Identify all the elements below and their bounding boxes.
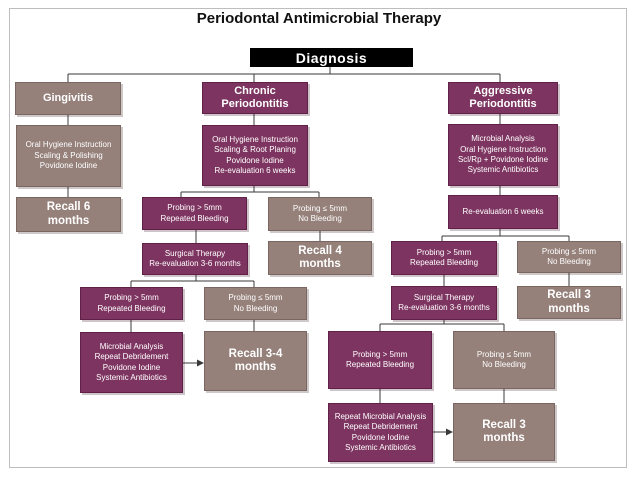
aggressive-recall-3-second-line-1: Recall 3 [482, 418, 526, 431]
chronic-surgical-therapy-line-1: Surgical Therapy [164, 248, 226, 258]
aggressive-treatment-line-1: Microbial Analysis [471, 134, 535, 144]
aggressive-probing-le-2-line-2: No Bleeding [482, 360, 526, 369]
chronic-recall-4-line-1: Recall 4 [298, 244, 342, 257]
chronic-probing-gt-line-2: Repeated Bleeding [160, 213, 229, 223]
aggressive-repeat-microbial-line-4: Systemic Antibiotics [345, 442, 416, 452]
gingivitis-treatment-line-1: Oral Hygiene Instruction [25, 140, 112, 150]
gingivitis-treatment-line-2: Scaling & Polishing [34, 150, 103, 160]
chronic-microbial-analysis-line-1: Microbial Analysis [99, 341, 164, 351]
chronic-microbial-analysis-line-2: Repeat Debridement [94, 352, 169, 362]
chronic-microbial-analysis-line-3: Povidone Iodine [102, 362, 161, 372]
aggressive-recall-3-second-line-2: months [483, 432, 525, 444]
chronic-probing-le-2-line-1: Probing ≤ 5mm [228, 293, 283, 303]
chronic-recall-3-4-line-1: Recall 3-4 [228, 347, 283, 360]
chronic-treatment-line-1: Oral Hygiene Instruction [212, 134, 298, 144]
aggressive-surgical-therapy-line-1: Surgical Therapy [413, 292, 475, 302]
diagram-title: Periodontal Antimicrobial Therapy [196, 10, 442, 27]
chronic-treatment-line-4: Re-evaluation 6 weeks [214, 165, 296, 175]
aggressive-periodontitis-line-1: Aggressive [473, 85, 533, 98]
aggressive-treatment-line-4: Systemic Antibiotics [467, 165, 539, 175]
aggressive-surgical-therapy-line-2: Re-evaluation 3-6 months [398, 303, 490, 312]
aggressive-treatment-line-2: Oral Hygiene Instruction [460, 144, 546, 154]
aggressive-reevaluation-line-1: Re-evaluation 6 weeks [462, 206, 544, 216]
aggressive-repeat-microbial-line-2: Repeat Debridement [343, 422, 418, 432]
aggressive-probing-gt-2-line-2: Repeated Bleeding [345, 360, 415, 369]
aggressive-probing-gt-2-line-1: Probing > 5mm [352, 349, 408, 359]
aggressive-periodontitis-line-2: Periodontitis [469, 98, 537, 110]
chronic-probing-le-line-1: Probing ≤ 5mm [292, 203, 348, 213]
gingivitis-treatment-line-3: Povidone Iodine [39, 161, 98, 171]
aggressive-recall-3-line-1: Recall 3 [547, 289, 591, 302]
aggressive-probing-gt-line-1: Probing > 5mm [416, 247, 472, 257]
aggressive-probing-le-line-2: No Bleeding [547, 257, 591, 266]
gingivitis-box: Gingivitis [15, 82, 121, 115]
chronic-periodontitis-line-1: Chronic [234, 85, 276, 98]
chronic-periodontitis-line-2: Periodontitis [221, 98, 289, 110]
gingivitis-recall-line-2: months [47, 214, 90, 227]
chronic-probing-le-2-line-2: No Bleeding [233, 303, 278, 313]
chronic-probing-gt-line-1: Probing > 5mm [167, 203, 222, 213]
chronic-probing-gt-2-line-2: Repeated Bleeding [97, 303, 166, 313]
aggressive-probing-gt-line-2: Repeated Bleeding [409, 258, 479, 267]
aggressive-reevaluation-box: Re-evaluation 6 weeks [448, 195, 558, 229]
chronic-recall-4-line-2: months [299, 258, 341, 270]
aggressive-probing-le-2-line-1: Probing ≤ 5mm [476, 349, 532, 359]
aggressive-recall-3-line-2: months [548, 302, 590, 315]
chronic-probing-gt-2-line-1: Probing > 5mm [104, 293, 159, 303]
chronic-probing-le-line-2: No Bleeding [298, 214, 342, 223]
aggressive-repeat-microbial-line-3: Povidone Iodine [351, 432, 410, 442]
aggressive-treatment-line-3: Scl/Rp + Povidone Iodine [457, 155, 549, 164]
aggressive-repeat-microbial-line-1: Repeat Microbial Analysis [334, 411, 427, 421]
chronic-surgical-therapy-line-2: Re-evaluation 3-6 months [149, 259, 241, 268]
gingivitis-line-1: Gingivitis [42, 92, 94, 105]
chronic-treatment-line-3: Povidone Iodine [226, 155, 284, 165]
aggressive-probing-le-line-1: Probing ≤ 5mm [541, 246, 597, 256]
diagnosis-box: Diagnosis [250, 48, 413, 67]
chronic-treatment-line-2: Scaling & Root Planing [214, 145, 296, 155]
gingivitis-recall-line-1: Recall 6 [46, 201, 91, 214]
diagnosis-line-1: Diagnosis [295, 49, 368, 66]
chronic-recall-3-4-line-2: months [234, 361, 277, 373]
chronic-microbial-analysis-line-4: Systemic Antibiotics [96, 372, 167, 382]
